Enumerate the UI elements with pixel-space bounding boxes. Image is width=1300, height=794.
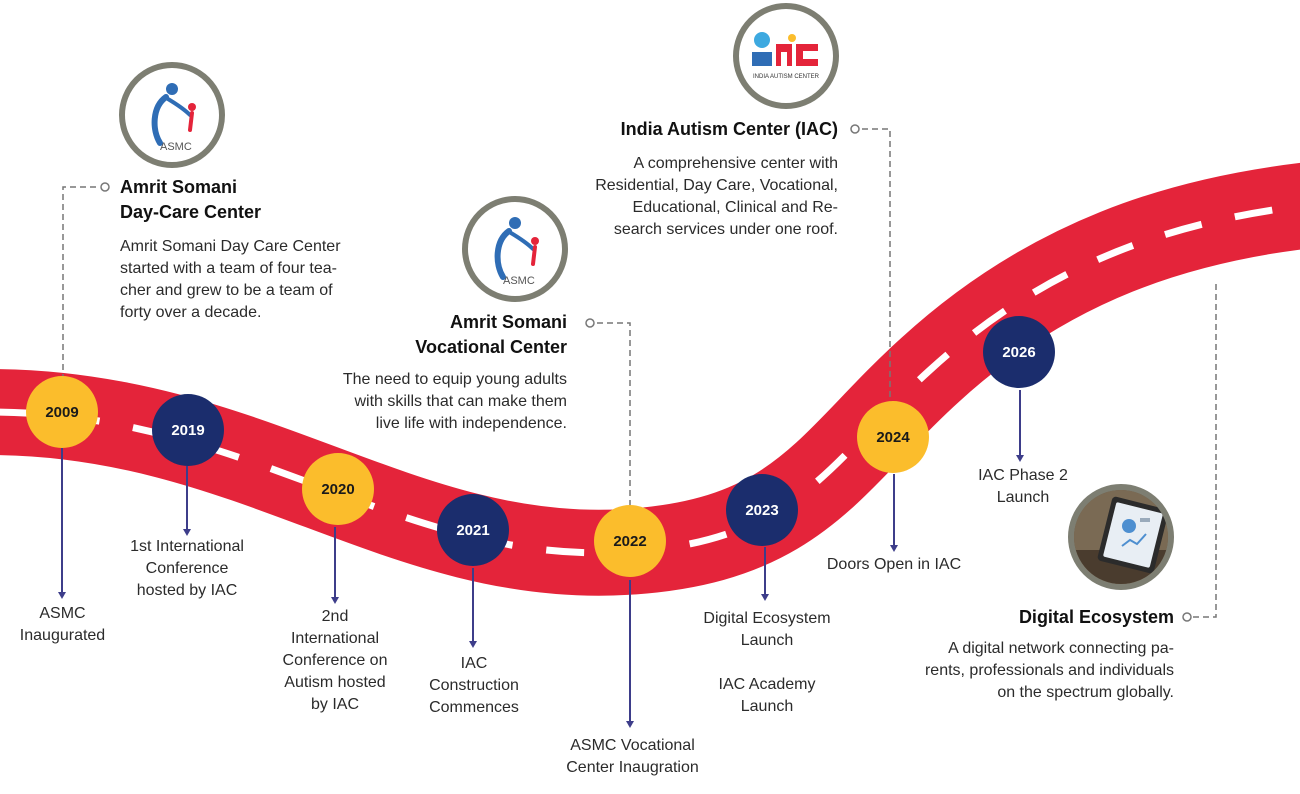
connector-dot (850, 124, 860, 134)
highlight-desc-day-care: Amrit Somani Day Care Center started wit… (120, 238, 341, 321)
asmc-logo-text: ASMC (160, 141, 192, 153)
arrowhead-2022 (626, 721, 634, 728)
year-label: 2019 (171, 421, 205, 439)
arrowhead-2023 (761, 594, 769, 601)
year-label: 2022 (613, 532, 647, 550)
year-node-2020: 2020 (302, 453, 374, 525)
year-node-2026: 2026 (983, 316, 1055, 388)
highlight-title-day-care: Amrit Somani Day-Care Center (120, 177, 262, 222)
year-label: 2020 (321, 480, 355, 498)
event-caption-2009: ASMC Inaugurated (19, 605, 106, 644)
highlight-desc-iac: A comprehensive center with Residential,… (595, 155, 838, 238)
highlight-desc-vocational: The need to equip young adults with skil… (342, 371, 567, 432)
connector-dots (100, 124, 1192, 622)
year-node-2024: 2024 (857, 401, 929, 473)
year-node-2021: 2021 (437, 494, 509, 566)
event-caption-2021: IAC Construction Commences (429, 655, 519, 716)
highlight-connectors (62, 128, 1217, 618)
highlight-title-iac: India Autism Center (IAC) (620, 119, 838, 139)
year-node-2019: 2019 (152, 394, 224, 466)
year-node-2009: 2009 (26, 376, 98, 448)
event-caption-2026: IAC Phase 2 Launch (978, 467, 1068, 506)
arrowhead-2024 (890, 545, 898, 552)
connector-dot (100, 182, 110, 192)
year-label: 2023 (745, 501, 779, 519)
event-caption-2019: 1st International Conference hosted by I… (130, 538, 244, 599)
arrowheads (58, 455, 1024, 728)
highlight-title-vocational: Amrit Somani Vocational Center (415, 312, 567, 357)
asmc-logo-text: ASMC (503, 275, 535, 287)
connector-digital (1193, 282, 1217, 618)
asmc-logo: ASMC (462, 196, 568, 302)
tablet-photo-image (1074, 490, 1168, 584)
connector-iac (862, 128, 891, 405)
arrowhead-2026 (1016, 455, 1024, 462)
year-label: 2024 (876, 428, 910, 446)
connector-dot (585, 318, 595, 328)
year-label: 2026 (1002, 343, 1036, 361)
tablet-photo (1068, 484, 1174, 590)
asmc-logo: ASMC (119, 62, 225, 168)
iac-logo: INDIA AUTISM CENTER (733, 3, 839, 109)
event-caption-2023: Digital Ecosystem Launch IAC Academy Lau… (703, 610, 831, 715)
asmc-logo-mark: ASMC (151, 83, 196, 153)
arrowhead-2020 (331, 597, 339, 604)
year-label: 2021 (456, 521, 490, 539)
connector-vocational (597, 322, 631, 515)
asmc-logo-mark: ASMC (494, 217, 539, 287)
iac-logo-text: INDIA AUTISM CENTER (753, 74, 820, 80)
highlight-desc-digital: A digital network connecting pa- rents, … (924, 640, 1174, 701)
arrowhead-2021 (469, 641, 477, 648)
arrowhead-2009 (58, 592, 66, 599)
year-label: 2009 (45, 403, 79, 421)
event-caption-2024: Doors Open in IAC (826, 556, 962, 573)
year-arrows (61, 390, 1021, 721)
connector-dot (1182, 612, 1192, 622)
connector-day-care (62, 186, 100, 380)
arrowhead-2019 (183, 529, 191, 536)
iac-logo-mark: INDIA AUTISM CENTER (752, 32, 820, 80)
event-caption-2022: ASMC Vocational Center Inaugration (566, 737, 699, 776)
year-node-2022: 2022 (594, 505, 666, 577)
event-caption-2020: 2nd International Conference on Autism h… (282, 608, 388, 713)
highlight-title-digital: Digital Ecosystem (1018, 607, 1174, 627)
year-node-2023: 2023 (726, 474, 798, 546)
